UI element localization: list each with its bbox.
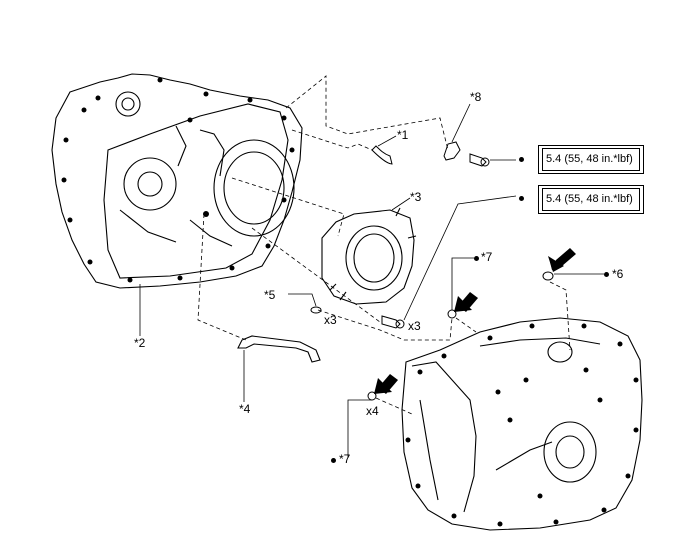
non-reusable-part-bullet-icon xyxy=(604,272,609,277)
transaxle-case xyxy=(401,317,643,531)
oil-pipe-bracket xyxy=(237,335,321,363)
non-reusable-part-bullet-icon xyxy=(331,458,336,463)
transaxle-housing xyxy=(51,73,303,289)
o-ring-6 xyxy=(542,271,554,281)
part-label-8: *8 xyxy=(470,90,482,104)
part-label-5: *5 xyxy=(264,288,276,302)
o-ring-5 xyxy=(310,306,322,314)
assembly-guide-lines xyxy=(197,75,571,415)
quantity-gasket-7: x4 xyxy=(366,404,379,418)
quantity-bolt: x3 xyxy=(408,319,421,333)
part-label-4: *4 xyxy=(239,402,251,416)
part-label-2: *2 xyxy=(134,336,146,350)
torque-spec-text: 5.4 (55, 48 in.*lbf) xyxy=(546,153,633,165)
bolt-clamp xyxy=(469,153,490,167)
part-label-6: *6 xyxy=(612,267,624,281)
part-label-7-upper: *7 xyxy=(481,250,493,264)
torque-spec-text: 5.4 (55, 48 in.*lbf) xyxy=(546,193,633,205)
clamp-8 xyxy=(443,141,461,161)
part-label-1: *1 xyxy=(397,128,409,142)
arrow-pointer-icon xyxy=(374,248,576,394)
non-reusable-part-bullet-icon xyxy=(519,157,524,162)
part-label-7-lower: *7 xyxy=(339,452,351,466)
bolt-retainer xyxy=(381,315,405,329)
non-reusable-part-bullet-icon xyxy=(519,196,524,201)
bearing-retainer xyxy=(321,207,417,305)
torque-spec-box-clamp: 5.4 (55, 48 in.*lbf) xyxy=(538,145,644,174)
torque-spec-box-retainer: 5.4 (55, 48 in.*lbf) xyxy=(538,185,644,214)
non-reusable-part-bullet-icon xyxy=(474,256,479,261)
part-label-3: *3 xyxy=(410,190,422,204)
gasket-1 xyxy=(371,145,393,165)
quantity-o-ring-5: x3 xyxy=(324,313,337,327)
